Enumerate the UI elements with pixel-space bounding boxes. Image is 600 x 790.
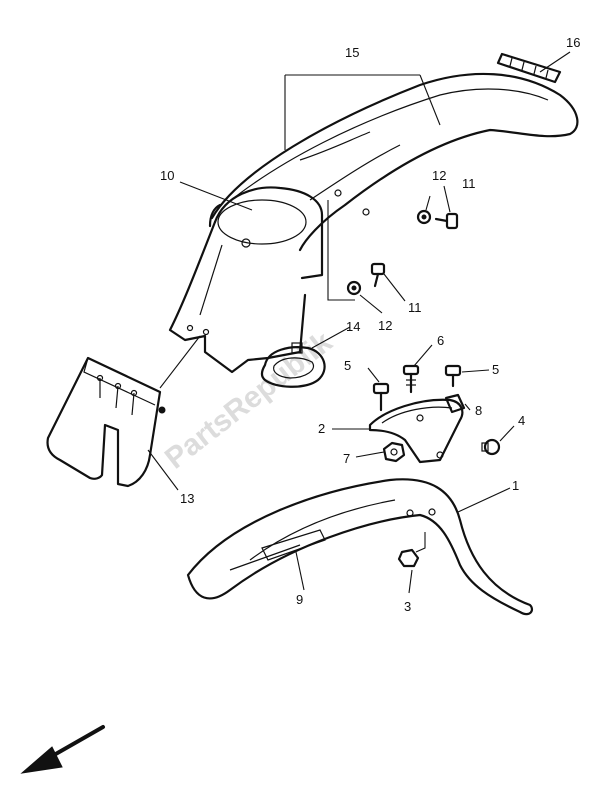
callout-10: 10	[160, 168, 174, 183]
bolt-6	[402, 364, 420, 394]
bolt-5-left	[372, 382, 390, 412]
stripe-tape	[496, 52, 562, 84]
callout-6: 6	[437, 333, 444, 348]
callout-5a: 5	[344, 358, 351, 373]
callout-11a: 11	[462, 176, 476, 191]
callout-1: 1	[512, 478, 519, 493]
callout-7: 7	[343, 451, 350, 466]
bolt-5-right	[444, 364, 462, 388]
callouts: 1 2 3 4 5 5 6 7 8 9 10 11 11 12 12 13 14…	[160, 35, 580, 614]
mud-flap	[46, 356, 166, 488]
bolt-11-upper	[434, 212, 459, 230]
callout-9: 9	[296, 592, 303, 607]
callout-2: 2	[318, 421, 325, 436]
callout-4: 4	[518, 413, 525, 428]
bolt-3	[397, 548, 420, 568]
callout-16: 16	[566, 35, 580, 50]
callout-12b: 12	[378, 318, 392, 333]
callout-12a: 12	[432, 168, 446, 183]
watermark: PartsRepublik	[159, 325, 339, 475]
rear-fender	[210, 72, 579, 252]
washer-12-lower	[346, 280, 362, 296]
reflector-4	[481, 438, 501, 456]
callout-13: 13	[180, 491, 194, 506]
callout-15: 15	[345, 45, 359, 60]
bolt-11-lower	[370, 262, 386, 288]
callout-8: 8	[475, 403, 482, 418]
clip-8	[444, 393, 466, 414]
callout-3: 3	[404, 599, 411, 614]
front-fender	[186, 478, 534, 616]
grip-strap	[260, 342, 326, 388]
callout-14: 14	[346, 319, 360, 334]
nut-7	[382, 441, 406, 463]
bracket	[368, 398, 464, 464]
rear-fender-inner	[168, 186, 324, 374]
callout-5b: 5	[492, 362, 499, 377]
arrow-down-left-icon	[20, 725, 105, 774]
washer-12-upper	[416, 209, 432, 225]
callout-11b: 11	[408, 300, 422, 315]
leader-lines	[147, 51, 571, 594]
